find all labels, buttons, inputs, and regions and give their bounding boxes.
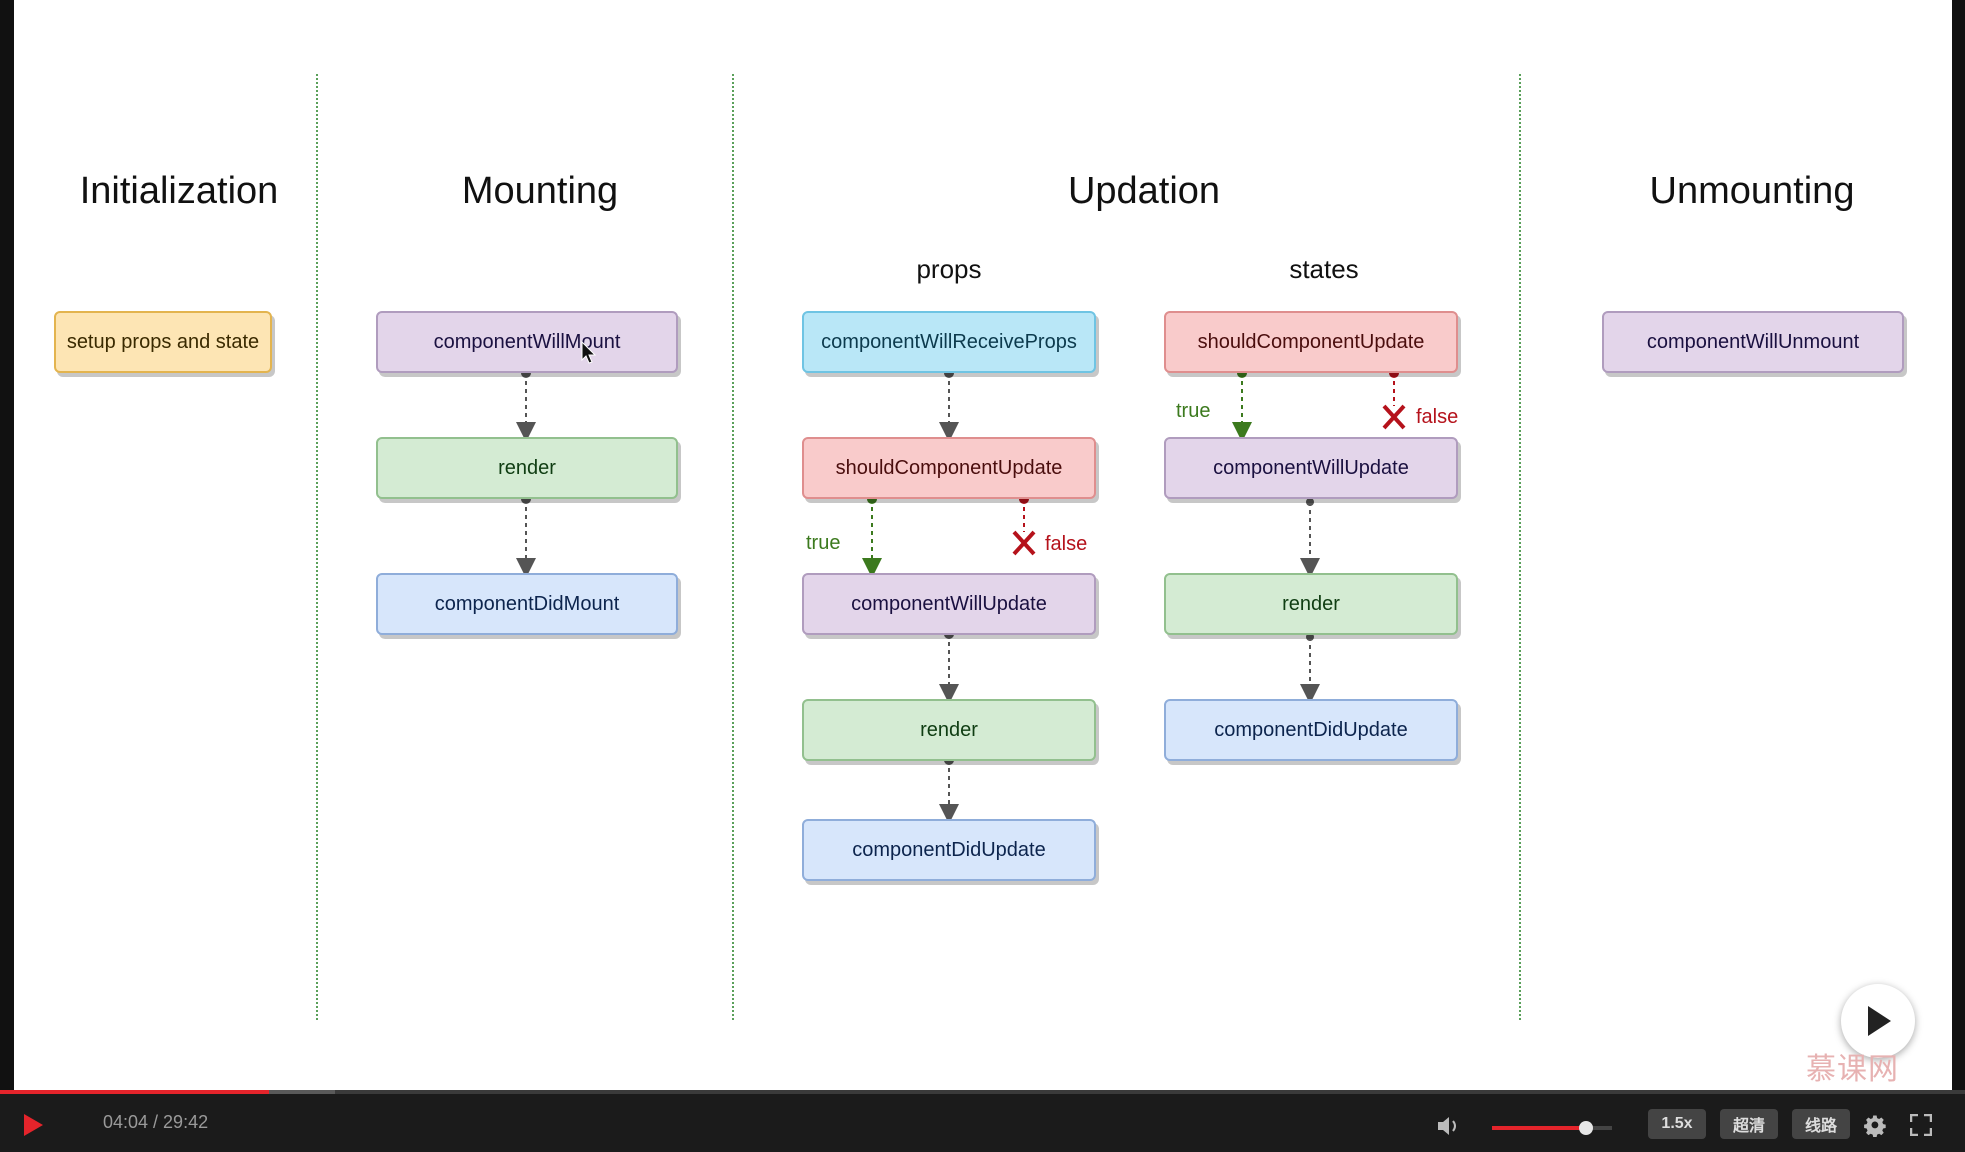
node-states-render: render [1164,573,1458,635]
line-button[interactable]: 线路 [1792,1109,1850,1139]
label-props-false: false [1045,533,1088,555]
label-props-true: true [806,532,841,554]
volume-knob[interactable] [1578,1121,1593,1135]
phase-divider-3 [1519,74,1521,1020]
play-icon [1868,1006,1891,1036]
time-display: 04:04 / 29:42 [103,1112,209,1132]
video-frame[interactable]: Initialization Mounting Updation Unmount… [14,0,1952,1090]
phase-divider-2 [732,74,734,1020]
connector-states-true-branch [1232,368,1252,442]
connector-props-true-branch [862,494,882,578]
volume-fill [1492,1126,1586,1130]
connector-states-render-didupdate [1300,633,1320,704]
subheading-states: states [1289,254,1359,284]
connector-render-didmount [516,494,536,578]
node-states-componentDidUpdate: componentDidUpdate [1164,699,1458,761]
node-mount-componentWillMount: componentWillMount [376,311,678,373]
site-watermark: 慕课网 [1806,1053,1899,1086]
connector-props-render-didupdate [939,755,959,824]
connector-props-willupdate-render [939,629,959,704]
node-mount-render: render [376,437,678,499]
node-unmount-componentWillUnmount: componentWillUnmount [1602,311,1904,373]
phase-divider-1 [316,74,318,1020]
quality-button[interactable]: 超清 [1720,1109,1778,1139]
node-props-shouldComponentUpdate: shouldComponentUpdate [802,437,1096,499]
subheading-props: props [916,254,982,284]
settings-button[interactable] [1860,1110,1890,1140]
label-states-true: true [1176,400,1211,422]
volume-button[interactable] [1434,1111,1464,1141]
phase-heading-mounting: Mounting [461,170,619,212]
node-props-componentWillReceiveProps: componentWillReceiveProps [802,311,1096,373]
play-icon [24,1114,43,1136]
connector-receiveprops-shouldupdate [939,368,959,442]
mouse-cursor-icon [581,341,597,364]
node-props-componentDidUpdate: componentDidUpdate [802,819,1096,881]
gear-icon [1864,1115,1886,1137]
big-play-button[interactable] [1841,984,1915,1058]
play-button[interactable] [18,1110,48,1140]
volume-slider[interactable] [1492,1121,1612,1135]
node-states-componentWillUpdate: componentWillUpdate [1164,437,1458,499]
lifecycle-connectors [516,368,1406,824]
speed-button[interactable]: 1.5x [1648,1109,1706,1139]
connector-states-false-branch [1382,368,1406,430]
fullscreen-button[interactable] [1906,1110,1936,1140]
phase-heading-updation: Updation [1067,170,1221,212]
fullscreen-icon [1910,1114,1932,1136]
connector-willmount-render [516,368,536,442]
phase-heading-initialization: Initialization [79,170,279,212]
progress-track[interactable] [0,1090,1965,1094]
label-states-false: false [1416,406,1459,428]
volume-icon [1438,1117,1456,1135]
connector-props-false-branch [1012,494,1036,556]
phase-heading-unmounting: Unmounting [1649,170,1855,212]
node-states-shouldComponentUpdate: shouldComponentUpdate [1164,311,1458,373]
player-control-bar [0,1090,1965,1152]
node-mount-componentDidMount: componentDidMount [376,573,678,635]
node-setup-props-and-state: setup props and state [54,311,272,373]
node-props-componentWillUpdate: componentWillUpdate [802,573,1096,635]
connector-states-willupdate-render [1300,498,1320,578]
progress-fill [0,1090,270,1094]
node-props-render: render [802,699,1096,761]
